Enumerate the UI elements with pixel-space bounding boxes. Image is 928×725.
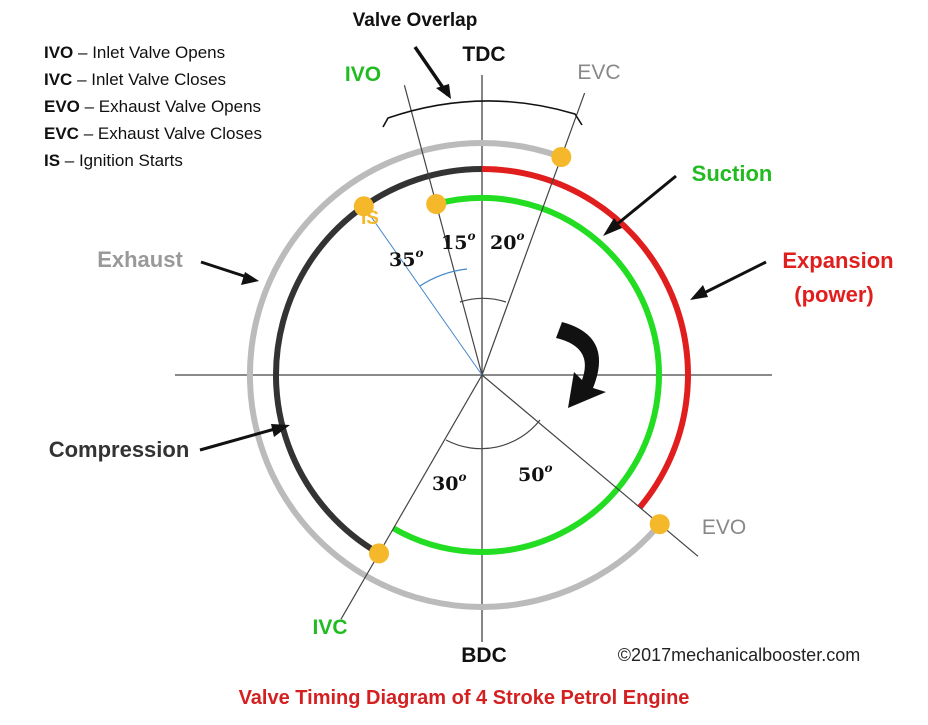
is-marker [353,196,374,217]
svg-text:IVO – Inlet Valve Opens: IVO – Inlet Valve Opens [44,43,225,62]
compression-label: Compression [49,437,190,462]
legend-abbr-evo: EVO [44,97,80,116]
expansion-arrow [697,260,767,298]
power-label: (power) [794,282,873,307]
svg-text:EVO – Exhaust Valve Opens: EVO – Exhaust Valve Opens [44,97,261,116]
legend-abbr-ivo: IVO [44,43,73,62]
ivc-line [340,374,483,620]
legend: IVO – Inlet Valve Opens IVC – Inlet Valv… [44,43,262,170]
valve-overlap-bracket [382,100,583,128]
legend-abbr-ivc: IVC [44,70,72,89]
angle-evo-value: 50 [518,464,544,486]
ivo-marker [426,194,447,214]
angle-is-degree: o [415,246,423,260]
angle-ivo-value: 15 [441,232,467,254]
suction-arrowhead [603,218,622,236]
svg-text:EVC – Exhaust Valve Closes: EVC – Exhaust Valve Closes [44,124,262,143]
angle-arc-bdc [445,419,541,450]
valve-overlap-arrowhead [436,84,451,99]
legend-desc-evo: – Exhaust Valve Opens [80,97,261,116]
ivc-label: IVC [312,616,347,639]
angle-evo: 50o [518,461,552,486]
evc-line [481,92,586,376]
ivo-line [403,85,483,376]
evc-marker [551,147,572,167]
compression-arrowhead [271,424,290,437]
legend-abbr-evc: EVC [44,124,79,143]
suction-label: Suction [692,161,773,186]
evo-marker [649,514,670,535]
suction-arrow [609,174,677,232]
legend-abbr-is: IS [44,151,60,170]
angle-evc: 20o [490,229,524,254]
ivc-marker [369,543,389,564]
angle-arc-is [419,268,468,287]
angle-evc-value: 20 [490,232,516,254]
angle-ivc-degree: o [458,470,466,484]
svg-text:IVC – Inlet Valve Closes: IVC – Inlet Valve Closes [44,70,226,89]
angle-arc-tdc [459,297,507,303]
expansion-arc [481,166,691,510]
expansion-label: Expansion [782,248,893,273]
diagram-caption: Valve Timing Diagram of 4 Stroke Petrol … [239,687,690,709]
angle-ivo: 15o [441,229,475,254]
angle-ivc: 30o [432,470,466,495]
angle-evc-degree: o [516,229,524,243]
compression-arc [273,166,483,556]
bdc-label: BDC [461,644,507,667]
tdc-label: TDC [462,43,505,66]
expansion-arrowhead [690,285,708,300]
svg-text:IS – Ignition Starts: IS – Ignition Starts [44,151,183,170]
ivo-label: IVO [345,63,381,86]
legend-desc-evc: – Exhaust Valve Closes [79,124,262,143]
legend-desc-is: – Ignition Starts [60,151,183,170]
angle-is: 35o [389,246,423,271]
pointer-arrows [199,174,767,452]
angle-ivo-degree: o [467,229,475,243]
exhaust-label: Exhaust [97,247,183,272]
angle-evo-degree: o [544,461,552,475]
is-line [363,206,483,376]
angle-is-value: 35 [389,249,415,271]
legend-desc-ivc: – Inlet Valve Closes [72,70,226,89]
exhaust-arrow [200,260,251,280]
legend-desc-ivo: – Inlet Valve Opens [73,43,225,62]
is-label: IS [361,208,379,229]
exhaust-arrowhead [241,272,259,285]
rotation-direction-icon [556,322,606,408]
valve-overlap-label: Valve Overlap [353,10,478,31]
evo-label: EVO [702,516,746,539]
evc-label: EVC [577,61,620,84]
copyright-text: ©2017mechanicalbooster.com [618,645,860,665]
angle-ivc-value: 30 [432,473,458,495]
compression-arrow [199,425,283,452]
